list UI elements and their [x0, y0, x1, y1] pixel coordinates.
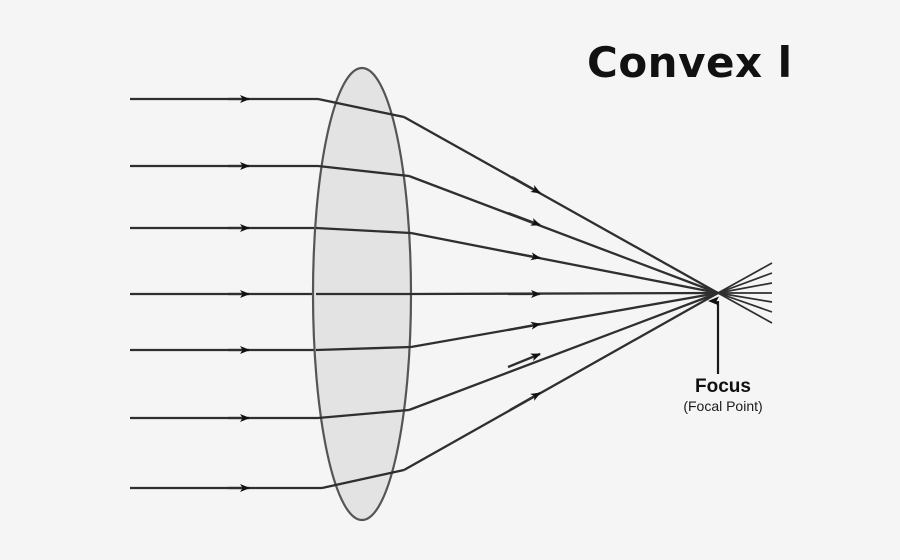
incoming-ray-arrowheads-group: [228, 95, 250, 492]
page-title: Convex l: [587, 38, 793, 87]
lens-interior-ray-segments: [315, 97, 412, 490]
diverging-rays-group: [717, 262, 773, 324]
refracted-ray-6: [408, 291, 719, 412]
focal-point-sublabel: (Focal Point): [683, 398, 762, 414]
refracted-ray-5: [410, 291, 719, 349]
refracted-ray-arrow-6: [507, 352, 541, 369]
interior-ray-3: [315, 226, 412, 235]
refracted-ray-arrow-3: [507, 250, 541, 261]
refracted-ray-arrow-5: [507, 321, 541, 332]
refracted-ray-arrowheads-group: [507, 176, 541, 412]
refracted-ray-arrow-7: [509, 391, 541, 412]
diverging-ray-3: [717, 282, 773, 294]
refracted-ray-1: [403, 115, 719, 295]
refracted-ray-4: [410, 291, 719, 296]
interior-ray-5: [315, 345, 412, 352]
refracted-rays-group: [403, 115, 719, 472]
incoming-rays-group: [130, 97, 322, 490]
diverging-ray-5: [717, 292, 773, 303]
refracted-ray-3: [410, 231, 719, 295]
interior-ray-6: [317, 408, 410, 420]
focus-label: Focus: [695, 376, 751, 397]
diverging-ray-1: [717, 262, 773, 294]
interior-ray-7: [321, 468, 405, 490]
diverging-ray-6: [717, 292, 773, 313]
diverging-ray-7: [717, 292, 773, 324]
diverging-ray-2: [717, 272, 773, 294]
interior-ray-1: [317, 97, 405, 119]
interior-ray-2: [317, 164, 410, 178]
refracted-ray-arrow-2: [507, 211, 541, 227]
refracted-ray-2: [408, 174, 719, 295]
refracted-ray-7: [403, 291, 719, 472]
refracted-ray-arrow-1: [511, 176, 541, 194]
